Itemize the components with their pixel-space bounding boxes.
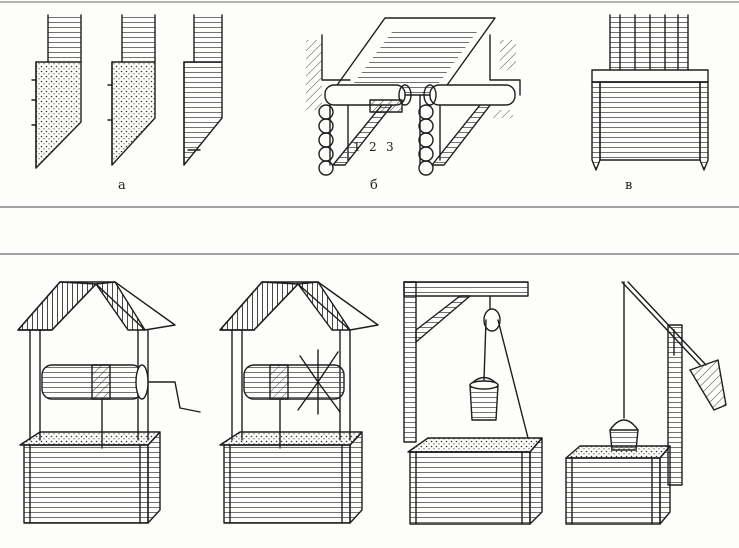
fig-a-shaft-cutting-edges bbox=[31, 14, 223, 169]
label-b: б bbox=[370, 178, 378, 193]
label-v: в bbox=[625, 178, 632, 193]
well-sweep-shadoof bbox=[565, 281, 727, 525]
fig-v-box-frame bbox=[591, 14, 709, 171]
well-windlass-spokes bbox=[219, 281, 379, 524]
fig-b-number-2: 2 bbox=[369, 140, 377, 154]
well-windlass-crank bbox=[17, 281, 201, 524]
label-a: а bbox=[118, 178, 126, 193]
well-pulley-gallows bbox=[403, 281, 543, 525]
fig-b-number-1: 1 bbox=[353, 140, 361, 154]
fig-b-number-3: 3 bbox=[386, 140, 394, 154]
fig-b-log-frame bbox=[306, 17, 521, 176]
